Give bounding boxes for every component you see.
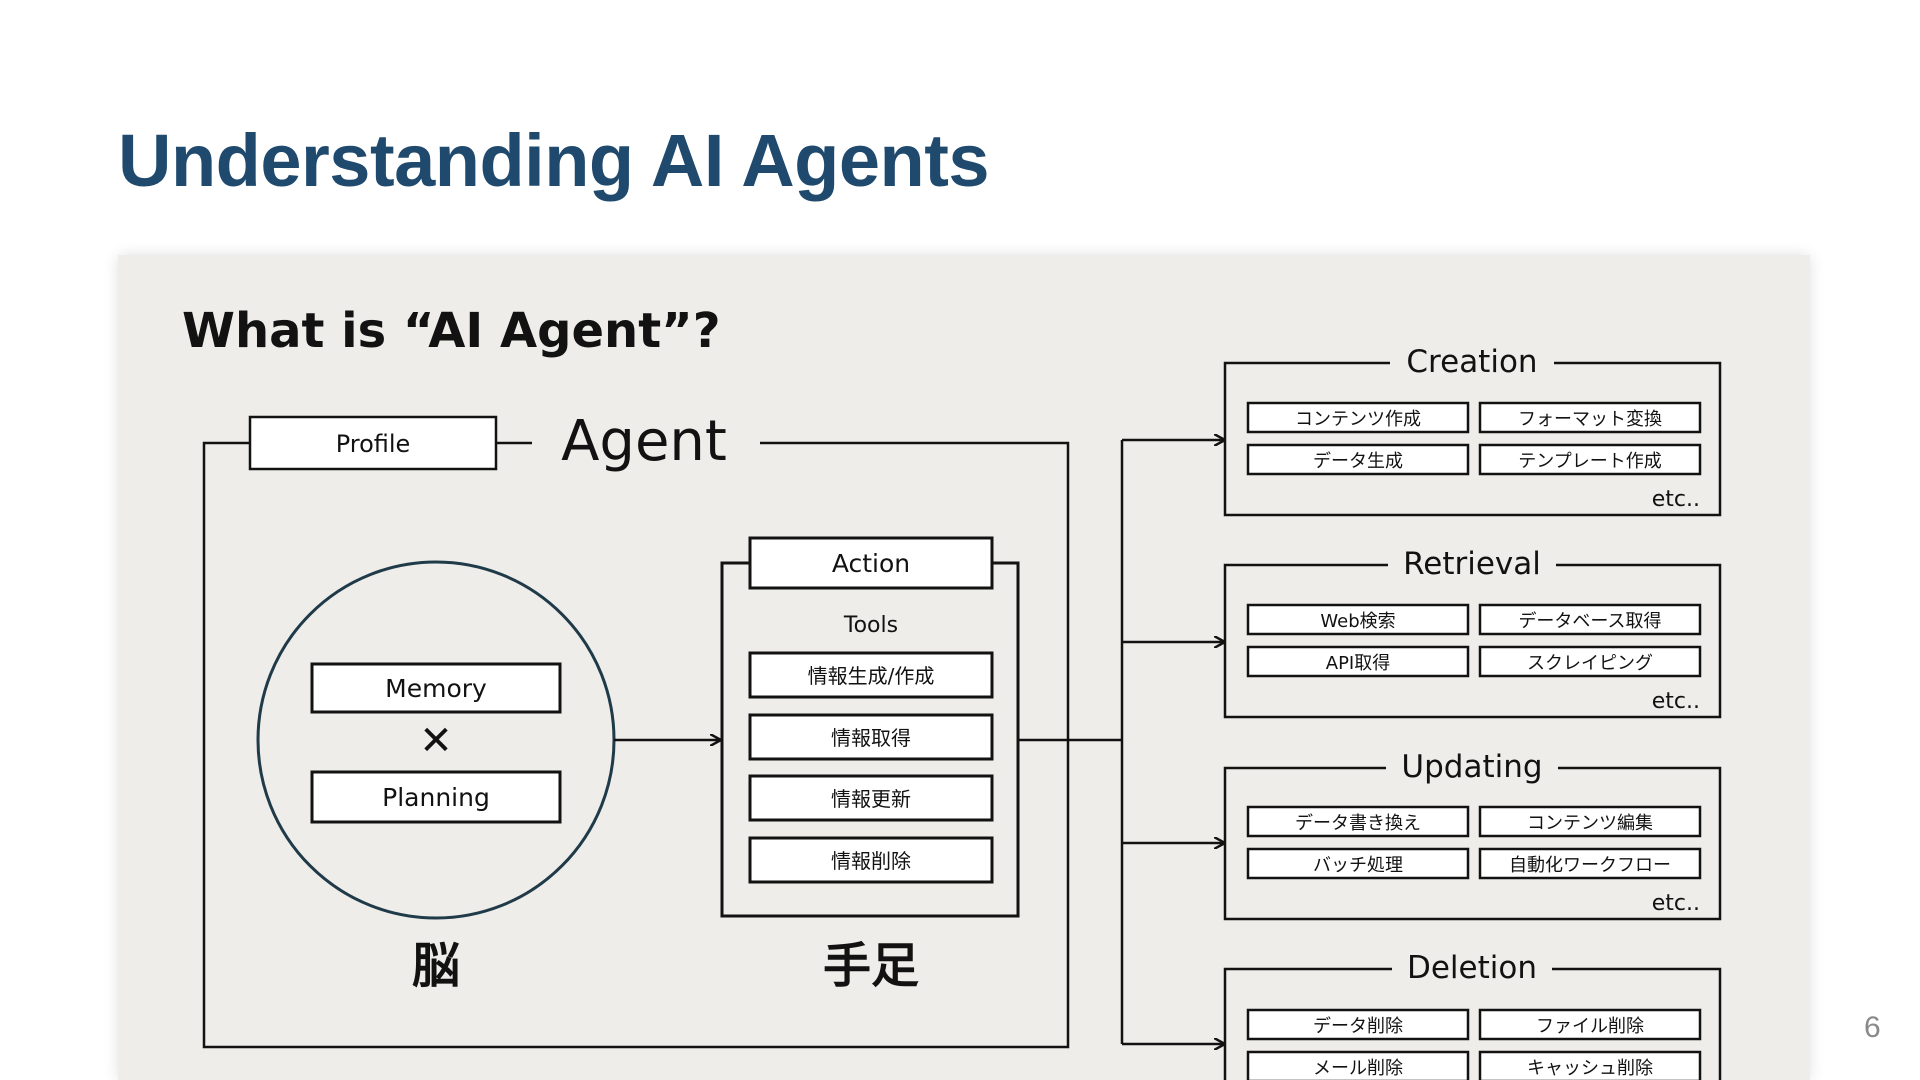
tool-box bbox=[748, 774, 994, 822]
category-title-creation: Creation bbox=[1406, 344, 1537, 380]
category-item bbox=[1246, 1050, 1470, 1080]
category-title-deletion: Deletion bbox=[1407, 950, 1537, 986]
category-item bbox=[1246, 401, 1470, 434]
category-etc-label: etc.. bbox=[1652, 689, 1700, 714]
category-item-label: Web検索 bbox=[1320, 611, 1395, 632]
category-item-label: キャッシュ削除 bbox=[1527, 1058, 1653, 1079]
category-item-label: ファイル削除 bbox=[1536, 1016, 1644, 1037]
profile-box bbox=[248, 415, 498, 471]
category-item bbox=[1246, 847, 1470, 880]
category-item bbox=[1478, 847, 1702, 880]
planning-label: Planning bbox=[382, 783, 490, 812]
category-item bbox=[1478, 1050, 1702, 1080]
category-box-updating bbox=[1223, 766, 1722, 921]
tool-label: 情報取得 bbox=[831, 726, 911, 750]
hands-label: 手足 bbox=[823, 938, 919, 994]
tools-label: Tools bbox=[843, 613, 898, 638]
category-item-label: 自動化ワークフロー bbox=[1509, 855, 1671, 876]
planning-box bbox=[310, 770, 562, 824]
category-item bbox=[1246, 603, 1470, 636]
action-label: Action bbox=[832, 549, 910, 578]
category-box-deletion bbox=[1223, 967, 1722, 1080]
category-etc-label: etc.. bbox=[1652, 487, 1700, 512]
category-item bbox=[1478, 1008, 1702, 1041]
category-item-label: バッチ処理 bbox=[1313, 855, 1403, 876]
category-box-creation bbox=[1223, 361, 1722, 517]
memory-box bbox=[310, 662, 562, 714]
category-item-label: データ書き換え bbox=[1295, 813, 1421, 834]
category-box-retrieval bbox=[1223, 563, 1722, 719]
category-item bbox=[1478, 645, 1702, 678]
category-item-label: コンテンツ編集 bbox=[1527, 813, 1653, 834]
brain-label: 脳 bbox=[412, 938, 460, 994]
tool-box bbox=[748, 713, 994, 761]
tool-box bbox=[748, 836, 994, 884]
category-item bbox=[1246, 1008, 1470, 1041]
category-item bbox=[1478, 805, 1702, 838]
category-item bbox=[1478, 603, 1702, 636]
page-number: 6 bbox=[1864, 1011, 1881, 1044]
category-item bbox=[1246, 805, 1470, 838]
category-title-updating: Updating bbox=[1401, 749, 1542, 785]
action-box bbox=[748, 536, 994, 590]
tool-label: 情報更新 bbox=[831, 787, 911, 811]
agent-diagram-figure: What is “AI Agent”? Profile Agent Memory… bbox=[118, 255, 1810, 1080]
agent-diagram-svg: What is “AI Agent”? Profile Agent Memory… bbox=[118, 255, 1810, 1080]
category-title-retrieval: Retrieval bbox=[1403, 546, 1541, 582]
profile-label: Profile bbox=[336, 430, 411, 458]
tool-label: 情報削除 bbox=[831, 849, 911, 873]
category-item-label: メール削除 bbox=[1313, 1058, 1403, 1079]
category-item-label: スクレイピング bbox=[1527, 653, 1653, 674]
category-item bbox=[1246, 443, 1470, 476]
memory-label: Memory bbox=[385, 674, 487, 703]
slide-title: Understanding AI Agents bbox=[118, 119, 990, 202]
agent-frame bbox=[202, 441, 1070, 1049]
category-item-label: データ生成 bbox=[1313, 451, 1403, 472]
tool-label: 情報生成/作成 bbox=[808, 664, 935, 688]
category-item-label: API取得 bbox=[1326, 653, 1390, 674]
category-item bbox=[1478, 401, 1702, 434]
category-item-label: フォーマット変換 bbox=[1518, 409, 1662, 430]
times-symbol: ✕ bbox=[419, 718, 453, 764]
category-etc-label: etc.. bbox=[1652, 891, 1700, 916]
category-item bbox=[1478, 443, 1702, 476]
category-item bbox=[1246, 645, 1470, 678]
agent-label: Agent bbox=[561, 409, 727, 474]
category-item-label: コンテンツ作成 bbox=[1295, 409, 1421, 430]
category-item-label: テンプレート作成 bbox=[1518, 451, 1661, 472]
category-item-label: データベース取得 bbox=[1518, 611, 1661, 632]
tool-box bbox=[748, 651, 994, 699]
diagram-heading: What is “AI Agent”? bbox=[182, 303, 721, 359]
category-item-label: データ削除 bbox=[1313, 1016, 1403, 1037]
